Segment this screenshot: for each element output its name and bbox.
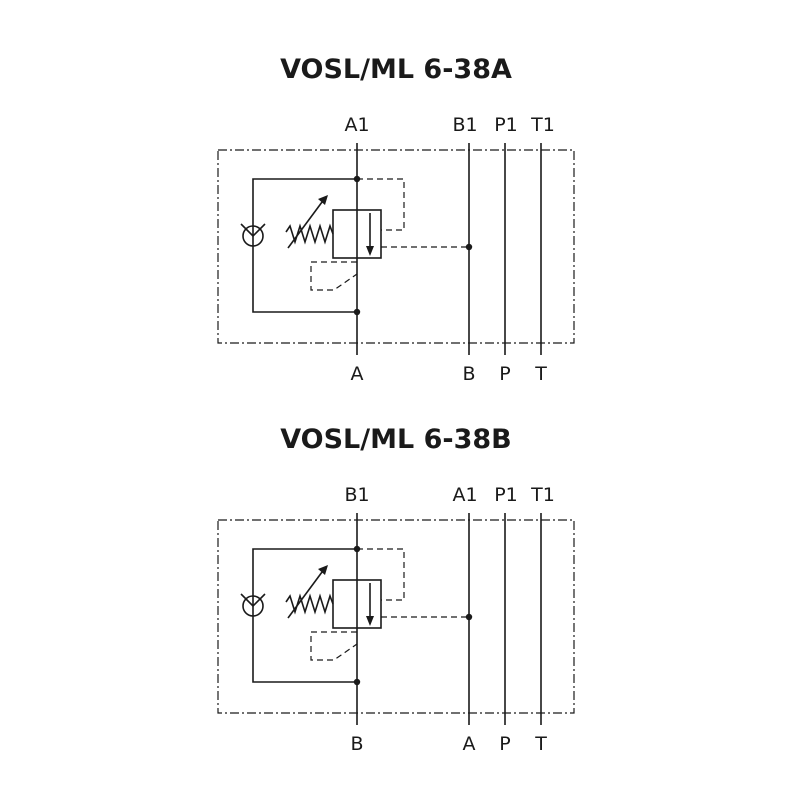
top-port-label: P1 (494, 484, 518, 506)
bottom-port-label: P (499, 733, 510, 755)
top-port-label: T1 (530, 114, 555, 136)
top-port-label: A1 (452, 484, 477, 506)
diagram-title: VOSL/ML 6-38A (280, 54, 512, 85)
bottom-port-label: T (534, 733, 547, 755)
bottom-port-label: T (534, 363, 547, 385)
bottom-port-label: P (499, 363, 510, 385)
diagram-title: VOSL/ML 6-38B (280, 424, 512, 455)
schematic-a: VOSL/ML 6-38A A1 B1 P1 T1 A B P T (217, 54, 575, 385)
top-port-label: P1 (494, 114, 518, 136)
top-port-label: B1 (452, 114, 477, 136)
top-port-label: A1 (344, 114, 369, 136)
bottom-port-label: B (462, 363, 475, 385)
top-port-label: T1 (530, 484, 555, 506)
bottom-port-label: A (351, 363, 364, 385)
bottom-port-label: A (463, 733, 476, 755)
bottom-port-label: B (350, 733, 363, 755)
schematic-b: VOSL/ML 6-38B B1 A1 P1 T1 B A P T (217, 424, 575, 755)
top-port-label: B1 (344, 484, 369, 506)
